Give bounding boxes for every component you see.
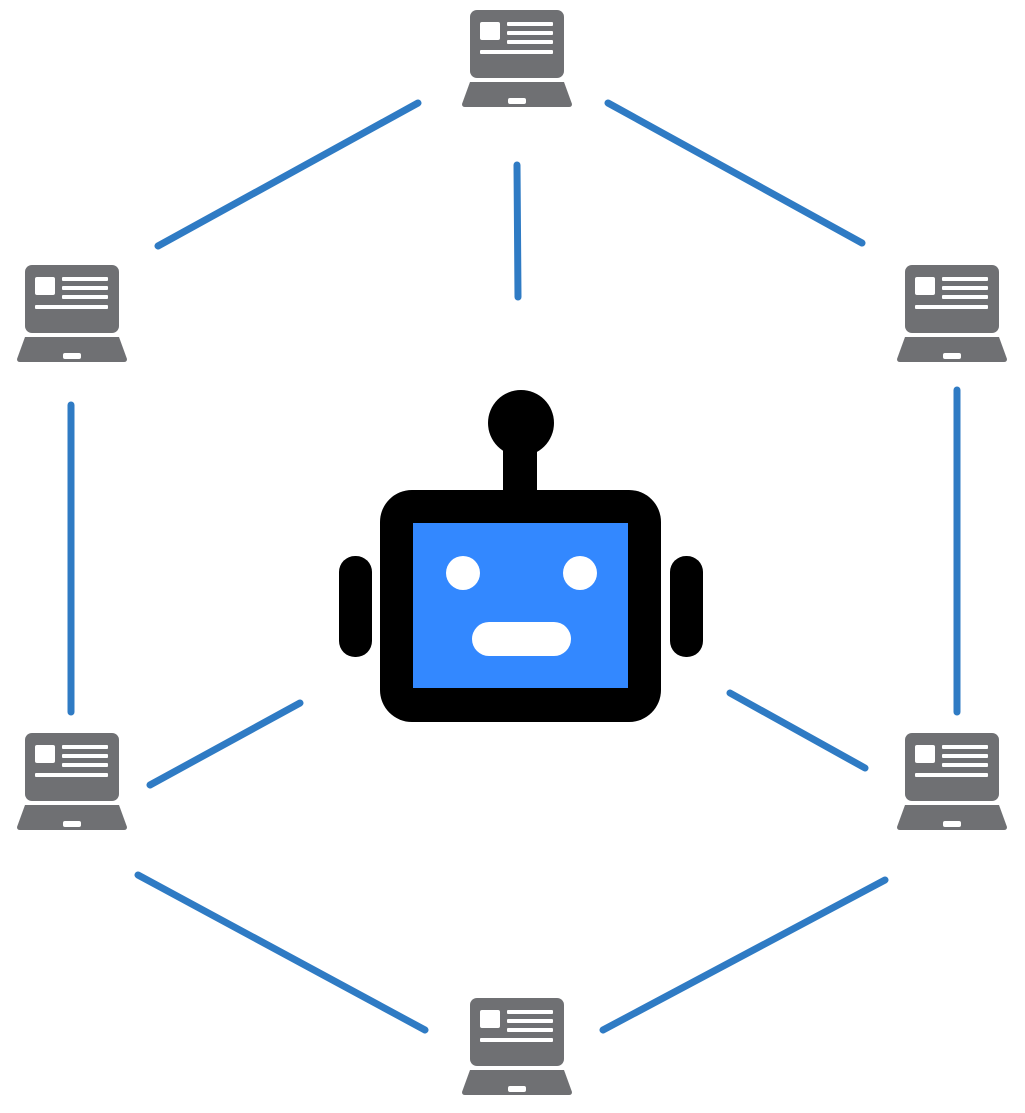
link-laptop-top-laptop-upper-left bbox=[154, 99, 422, 250]
link-laptop-top-robot bbox=[513, 161, 522, 301]
robot-left-ear bbox=[339, 556, 372, 657]
laptop-top-laptop-icon bbox=[462, 10, 572, 107]
robot-face-screen bbox=[413, 523, 628, 688]
robot-antenna-ball bbox=[488, 390, 554, 456]
laptop-upper-left-laptop-icon bbox=[17, 265, 127, 362]
robot-right-ear bbox=[670, 556, 703, 657]
link-laptop-lower-left-laptop-bottom bbox=[134, 871, 429, 1034]
link-laptop-lower-right-laptop-bottom bbox=[599, 876, 889, 1034]
robot-mouth bbox=[472, 622, 571, 656]
robot-icon bbox=[339, 390, 703, 722]
laptop-upper-right-laptop-icon bbox=[897, 265, 1007, 362]
laptop-lower-right-laptop-icon bbox=[897, 733, 1007, 830]
network-nodes bbox=[17, 10, 1007, 1095]
laptop-bottom-laptop-icon bbox=[462, 998, 572, 1095]
laptop-lower-left-laptop-icon bbox=[17, 733, 127, 830]
robot-right-eye bbox=[563, 556, 597, 590]
robot-left-eye bbox=[446, 556, 480, 590]
link-laptop-lower-right-robot bbox=[726, 689, 869, 772]
connection-lines bbox=[67, 99, 961, 1034]
link-laptop-top-laptop-upper-right bbox=[604, 99, 866, 247]
link-laptop-lower-left-robot bbox=[146, 699, 304, 789]
